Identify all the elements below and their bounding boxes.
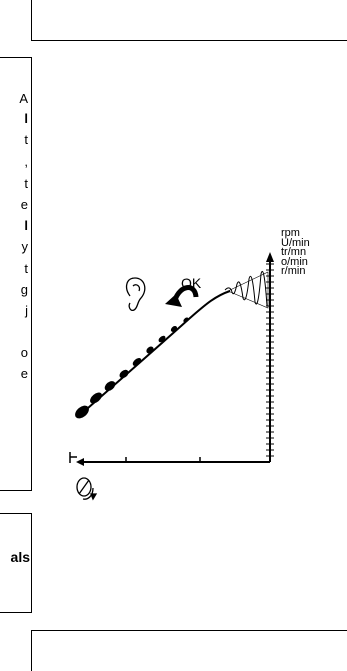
y-axis-ticks [266,263,274,457]
margin-char: g [20,282,28,297]
margin-char: , [24,154,28,169]
margin-char: l [24,218,28,233]
unit-label: r/min [281,265,306,278]
speed-units: rpm U/min tr/mn o/min r/min [281,227,310,278]
margin-char: t [24,176,28,191]
unit-label: tr/mn [281,246,307,259]
vibration-trace [224,271,268,307]
margin-char: e [20,197,28,212]
wobble-marks [75,317,189,419]
margin-char: A [19,91,28,106]
section-heading-fragment: als [10,549,30,565]
margin-text-column: A l t , t e l y t g j o e [0,58,31,490]
margin-char: t [24,261,28,276]
speed-curve [79,290,231,416]
margin-char: l [24,111,28,126]
margin-text-box: A l t , t e l y t g j o e [0,57,32,491]
ok-arrow-head [165,294,182,307]
x-axis-arrow [76,458,84,466]
unit-label: rpm [281,227,300,239]
top-rule-h [31,40,347,41]
ok-label: OK [181,275,202,291]
margin-char: y [21,239,29,254]
vibration-fill [227,271,269,309]
margin-char: j [25,303,28,318]
bottom-rule [31,630,32,671]
margin-char: e [20,366,28,381]
bottom-rule-h [31,630,347,631]
unit-label: o/min [281,255,308,268]
unit-label: U/min [281,236,310,249]
margin-char: t [24,132,28,147]
margin-heading-box [0,513,32,613]
y-axis-arrow [266,252,274,262]
ear-icon [125,277,146,312]
margin-char: o [20,345,28,360]
top-rule [31,0,32,40]
rotation-icon [76,477,98,501]
